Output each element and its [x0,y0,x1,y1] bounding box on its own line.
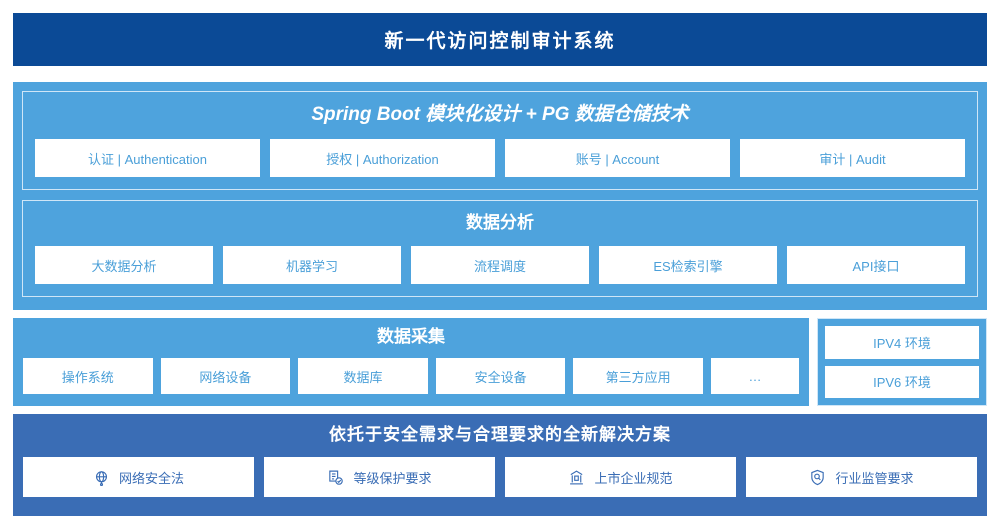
compliance-card-cybersecurity-law[interactable]: 网络安全法 [23,457,254,497]
collection-card-more[interactable]: … [710,358,799,394]
compliance-card-label: 行业监管要求 [835,470,914,486]
data-analysis-card-row: 大数据分析 机器学习 流程调度 ES检索引擎 API接口 [35,246,965,284]
analysis-card-machine-learning[interactable]: 机器学习 [223,246,401,284]
platform-section: Spring Boot 模块化设计 + PG 数据仓储技术 认证 | Authe… [13,82,987,310]
globe-icon [93,469,110,486]
core-card-authentication[interactable]: 认证 | Authentication [35,139,260,177]
compliance-section: 依托于安全需求与合理要求的全新解决方案 网络安全法 [13,414,987,516]
core-card-audit[interactable]: 审计 | Audit [740,139,965,177]
analysis-card-es-search-engine[interactable]: ES检索引擎 [599,246,777,284]
data-collection-panel: 数据采集 操作系统 网络设备 数据库 安全设备 第三方应用 … [13,318,809,406]
collection-card-security-device[interactable]: 安全设备 [435,358,566,394]
analysis-card-big-data[interactable]: 大数据分析 [35,246,213,284]
collection-card-database[interactable]: 数据库 [298,358,428,394]
compliance-card-label: 等级保护要求 [353,470,432,486]
compliance-card-label: 上市企业规范 [594,470,673,486]
data-analysis-panel: 数据分析 大数据分析 机器学习 流程调度 ES检索引擎 API接口 [22,200,978,297]
analysis-card-api-interface[interactable]: API接口 [787,246,965,284]
compliance-card-industry-supervision[interactable]: 行业监管要求 [746,457,977,497]
environment-panel: IPV4 环境 IPV6 环境 [817,318,987,406]
data-collection-card-row: 操作系统 网络设备 数据库 安全设备 第三方应用 … [23,358,799,394]
core-card-account[interactable]: 账号 | Account [505,139,730,177]
core-platform-title: Spring Boot 模块化设计 + PG 数据仓储技术 [311,104,689,125]
core-platform-panel: Spring Boot 模块化设计 + PG 数据仓储技术 认证 | Authe… [22,91,978,190]
environment-card-ipv4[interactable]: IPV4 环境 [825,326,979,359]
data-collection-title: 数据采集 [377,327,445,346]
core-platform-card-row: 认证 | Authentication 授权 | Authorization 账… [35,139,965,177]
header-bar: 新一代访问控制审计系统 [13,13,987,66]
compliance-card-label: 网络安全法 [118,470,184,486]
core-card-authorization[interactable]: 授权 | Authorization [270,139,495,177]
analysis-card-process-scheduling[interactable]: 流程调度 [411,246,589,284]
document-check-icon [327,469,344,486]
compliance-card-grade-protection[interactable]: 等级保护要求 [264,457,495,497]
data-collection-row: 数据采集 操作系统 网络设备 数据库 安全设备 第三方应用 … IPV4 环境 … [13,318,987,406]
compliance-card-listed-enterprise[interactable]: 上市企业规范 [505,457,736,497]
data-analysis-title: 数据分析 [466,213,534,232]
collection-card-third-party-app[interactable]: 第三方应用 [573,358,703,394]
environment-card-ipv6[interactable]: IPV6 环境 [825,365,979,398]
collection-card-operating-system[interactable]: 操作系统 [23,358,153,394]
compliance-card-row: 网络安全法 等级保护要求 [23,457,977,497]
page-title: 新一代访问控制审计系统 [384,31,616,52]
collection-card-network-device[interactable]: 网络设备 [160,358,291,394]
bank-icon [568,469,585,486]
shield-search-icon [809,469,826,486]
compliance-title: 依托于安全需求与合理要求的全新解决方案 [329,425,671,444]
